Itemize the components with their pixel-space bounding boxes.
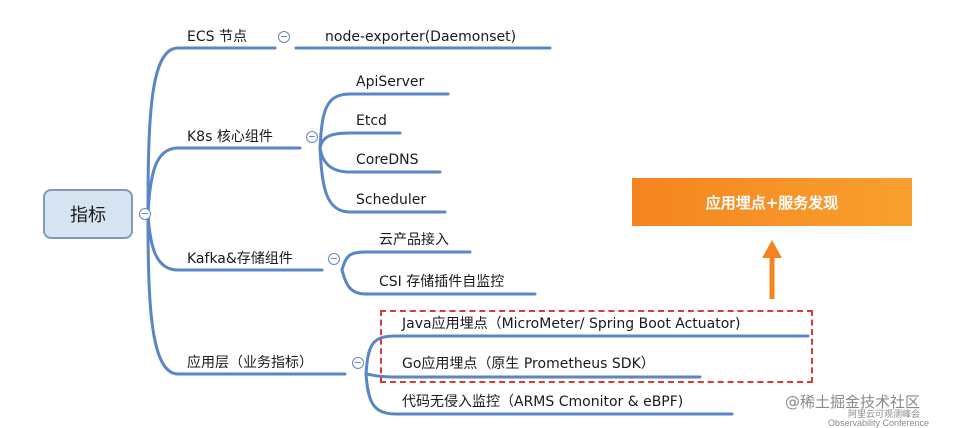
callout-label: 应用埋点+服务发现: [705, 193, 839, 212]
node-node-exporter[interactable]: node-exporter(Daemonset): [325, 29, 517, 45]
node-coredns[interactable]: CoreDNS: [356, 152, 419, 168]
connector-root-k8s: [146, 146, 180, 216]
node-csi-monitor[interactable]: CSI 存储插件自监控: [379, 274, 505, 290]
service-discovery-callout: 应用埋点+服务发现: [632, 178, 912, 226]
root-label: 指标: [70, 205, 106, 226]
connector-k8s-coredns: [318, 146, 352, 174]
collapse-ecs-icon[interactable]: [278, 31, 290, 43]
branch-k8s-label[interactable]: K8s 核心组件: [187, 129, 273, 145]
node-etcd[interactable]: Etcd: [356, 113, 387, 129]
collapse-root-icon[interactable]: [139, 208, 151, 220]
watermark-brand: @稀土掘金技术社区: [785, 393, 921, 411]
connector-root-ecs: [146, 46, 180, 216]
branch-ecs-label[interactable]: ECS 节点: [187, 29, 247, 45]
watermark-line2: 阿里云可观测峰会: [848, 410, 921, 420]
branch-kafka-label[interactable]: Kafka&存储组件: [187, 251, 293, 267]
connector-root-app: [146, 212, 180, 376]
watermark-line3: Observability Conference: [828, 418, 930, 428]
root-node[interactable]: 指标: [43, 189, 133, 239]
node-noninvasive-monitor[interactable]: 代码无侵入监控（ARMS Cmonitor & eBPF): [402, 394, 684, 410]
connector-app-java: [364, 334, 397, 376]
connector-k8s-etcd: [318, 131, 352, 150]
collapse-k8s-icon[interactable]: [306, 131, 318, 143]
connector-k8s-apiserver: [318, 92, 352, 150]
connector-root-kafka: [146, 212, 180, 272]
node-scheduler[interactable]: Scheduler: [356, 192, 427, 208]
connector-kafka-csi: [340, 268, 368, 296]
branch-app-label[interactable]: 应用层（业务指标）: [187, 355, 313, 371]
collapse-kafka-icon[interactable]: [328, 253, 340, 265]
connector-kafka-cloud: [340, 250, 368, 272]
node-apiserver[interactable]: ApiServer: [356, 74, 425, 90]
collapse-app-icon[interactable]: [352, 357, 364, 369]
node-cloud-access[interactable]: 云产品接入: [379, 232, 449, 248]
highlight-dashed-box: [380, 310, 813, 383]
node-java-instrumentation[interactable]: Java应用埋点（MicroMeter/ Spring Boot Actuato…: [402, 316, 741, 332]
node-go-instrumentation[interactable]: Go应用埋点（原生 Prometheus SDK）: [402, 356, 655, 372]
connector-k8s-scheduler: [318, 146, 352, 214]
arrow-head: [762, 240, 782, 258]
connector-app-arms: [364, 372, 397, 416]
